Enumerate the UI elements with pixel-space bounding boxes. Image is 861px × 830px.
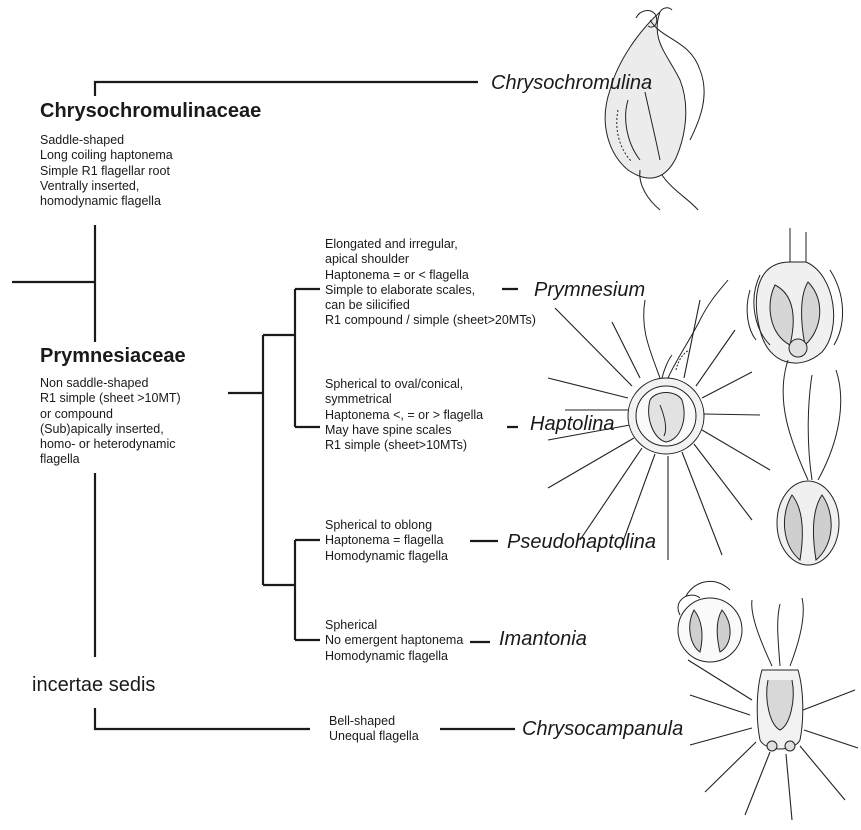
trait-line: Spherical to oblong <box>325 518 433 532</box>
family-chrysochromulinaceae: Chrysochromulinaceae <box>40 100 262 122</box>
trait-line: can be silicified <box>325 298 410 313</box>
haptolina-traits: Spherical to oval/conical, symmetrical H… <box>325 377 483 453</box>
trait-line: No emergent haptonema <box>325 633 464 648</box>
genus-prymnesium: Prymnesium <box>534 279 646 301</box>
pseudohaptolina-traits: Spherical to oblong Haptonema = flagella… <box>325 518 448 564</box>
trait-line: Simple R1 flagellar root <box>40 163 170 178</box>
trait-line: Haptonema <, = or > flagella <box>325 407 484 422</box>
trait-line: (Sub)apically inserted, <box>40 421 164 436</box>
chrysocampanula-traits: Bell-shaped Unequal flagella <box>329 714 419 745</box>
branch-imantonia <box>295 638 490 644</box>
trait-line: Spherical to oval/conical, <box>325 377 464 391</box>
trait-line: Ventrally inserted, <box>40 178 140 193</box>
tree-branches <box>12 80 518 731</box>
haptolina-cell <box>547 279 771 560</box>
imantonia-traits: Spherical No emergent haptonema Homodyna… <box>325 618 463 664</box>
genus-chrysocampanula: Chrysocampanula <box>522 718 684 740</box>
trait-line: Spherical <box>325 618 378 632</box>
chrysochromulinaceae-traits: Saddle-shaped Long coiling haptonema Sim… <box>40 133 173 209</box>
trait-line: homodynamic flagella <box>40 194 161 209</box>
prymnesium-cell <box>746 228 843 364</box>
chrysocampanula-cell <box>687 597 859 821</box>
trait-line: or compound <box>40 406 113 421</box>
branch-clade-b <box>263 540 297 640</box>
trait-line: Haptonema = flagella <box>325 533 444 548</box>
prymnesiaceae-traits: Non saddle-shaped R1 simple (sheet >10MT… <box>40 376 181 468</box>
trait-line: Non saddle-shaped <box>40 376 149 390</box>
trait-line: R1 compound / simple (sheet>20MTs) <box>325 313 536 328</box>
trait-line: Haptonema = or < flagella <box>325 267 469 282</box>
prymnesium-traits: Elongated and irregular, apical shoulder… <box>325 237 536 329</box>
imantonia-cell <box>677 581 743 663</box>
trait-line: flagella <box>40 452 80 467</box>
genus-haptolina: Haptolina <box>530 413 615 435</box>
trait-line: Bell-shaped <box>329 714 396 728</box>
trait-line: Long coiling haptonema <box>40 148 173 163</box>
trait-line: Simple to elaborate scales, <box>325 282 476 297</box>
genus-pseudohaptolina: Pseudohaptolina <box>507 531 657 553</box>
trait-line: R1 simple (sheet >10MT) <box>40 391 181 406</box>
pseudohaptolina-cell <box>776 359 842 566</box>
chrysochromulina-cell <box>604 7 705 211</box>
genus-imantonia: Imantonia <box>499 628 587 650</box>
trait-line: Homodynamic flagella <box>325 648 448 663</box>
branch-clade-a <box>263 289 297 427</box>
trait-line: Elongated and irregular, <box>325 237 458 251</box>
trait-line: homo- or heterodynamic <box>40 437 176 452</box>
trait-line: Saddle-shaped <box>40 133 125 147</box>
trait-line: May have spine scales <box>325 422 452 437</box>
trait-line: R1 simple (sheet>10MTs) <box>325 438 468 453</box>
trait-line: Homodynamic flagella <box>325 548 448 563</box>
genus-chrysochromulina: Chrysochromulina <box>491 72 653 94</box>
branch-pseudohaptolina <box>295 538 498 543</box>
trait-line: apical shoulder <box>325 252 410 267</box>
trait-line: symmetrical <box>325 392 392 407</box>
branch-chrysochromulinaceae <box>93 80 478 96</box>
family-prymnesiaceae: Prymnesiaceae <box>40 345 186 367</box>
branch-chrysocampanula <box>93 708 515 731</box>
trait-line: Unequal flagella <box>329 729 419 744</box>
incertae-sedis-label: incertae sedis <box>32 674 156 696</box>
